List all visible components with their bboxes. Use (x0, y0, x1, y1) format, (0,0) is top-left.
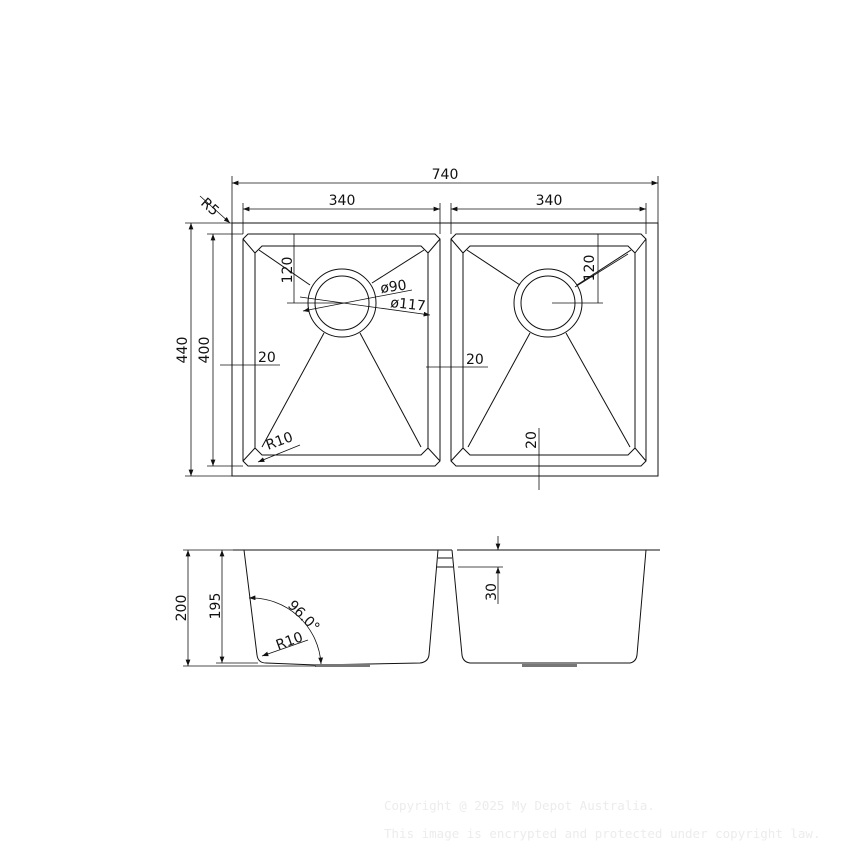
plan-view: 740 340 340 440 400 R5 R10 120 ø90 ø117 … (175, 167, 659, 490)
left-bowl-section (243, 549, 439, 666)
right-bowl-section (451, 549, 647, 664)
dim-bottom-rim: 20 (524, 431, 540, 449)
dim-right-bowl-width: 340 (536, 193, 563, 209)
dim-overall-width: 740 (432, 167, 459, 183)
dim-bowl-depth: 400 (197, 337, 213, 364)
dim-bowl-height: 195 (208, 593, 224, 620)
dim-divider-drop: 30 (484, 583, 500, 601)
section-view: 200 195 96.0° R10 30 (174, 536, 660, 667)
dim-overall-height: 200 (174, 595, 190, 622)
label-bowl-radius: R10 (264, 429, 295, 453)
dim-right-waste-offset: 120 (582, 255, 598, 282)
dim-left-bowl-width: 340 (329, 193, 356, 209)
label-waste-outer-dia: ø117 (390, 295, 427, 315)
right-bowl (450, 233, 647, 467)
label-waste-inner-dia: ø90 (379, 277, 407, 297)
left-waste-section (315, 664, 370, 667)
dim-left-rim: 20 (258, 350, 276, 366)
divider (437, 549, 453, 568)
watermark-line-2: This image is encrypted and protected un… (384, 826, 821, 841)
label-wall-angle: 96.0° (284, 598, 322, 636)
watermark-line-1: Copyright @ 2025 My Depot Australia. (384, 798, 655, 813)
dim-overall-depth: 440 (175, 337, 191, 364)
right-waste-section (522, 664, 577, 667)
sink-outline (231, 222, 659, 477)
label-outer-radius: R5 (197, 195, 222, 219)
label-bottom-radius: R10 (274, 629, 305, 653)
dim-left-waste-offset: 120 (280, 257, 296, 284)
dim-center-rim: 20 (466, 352, 484, 368)
